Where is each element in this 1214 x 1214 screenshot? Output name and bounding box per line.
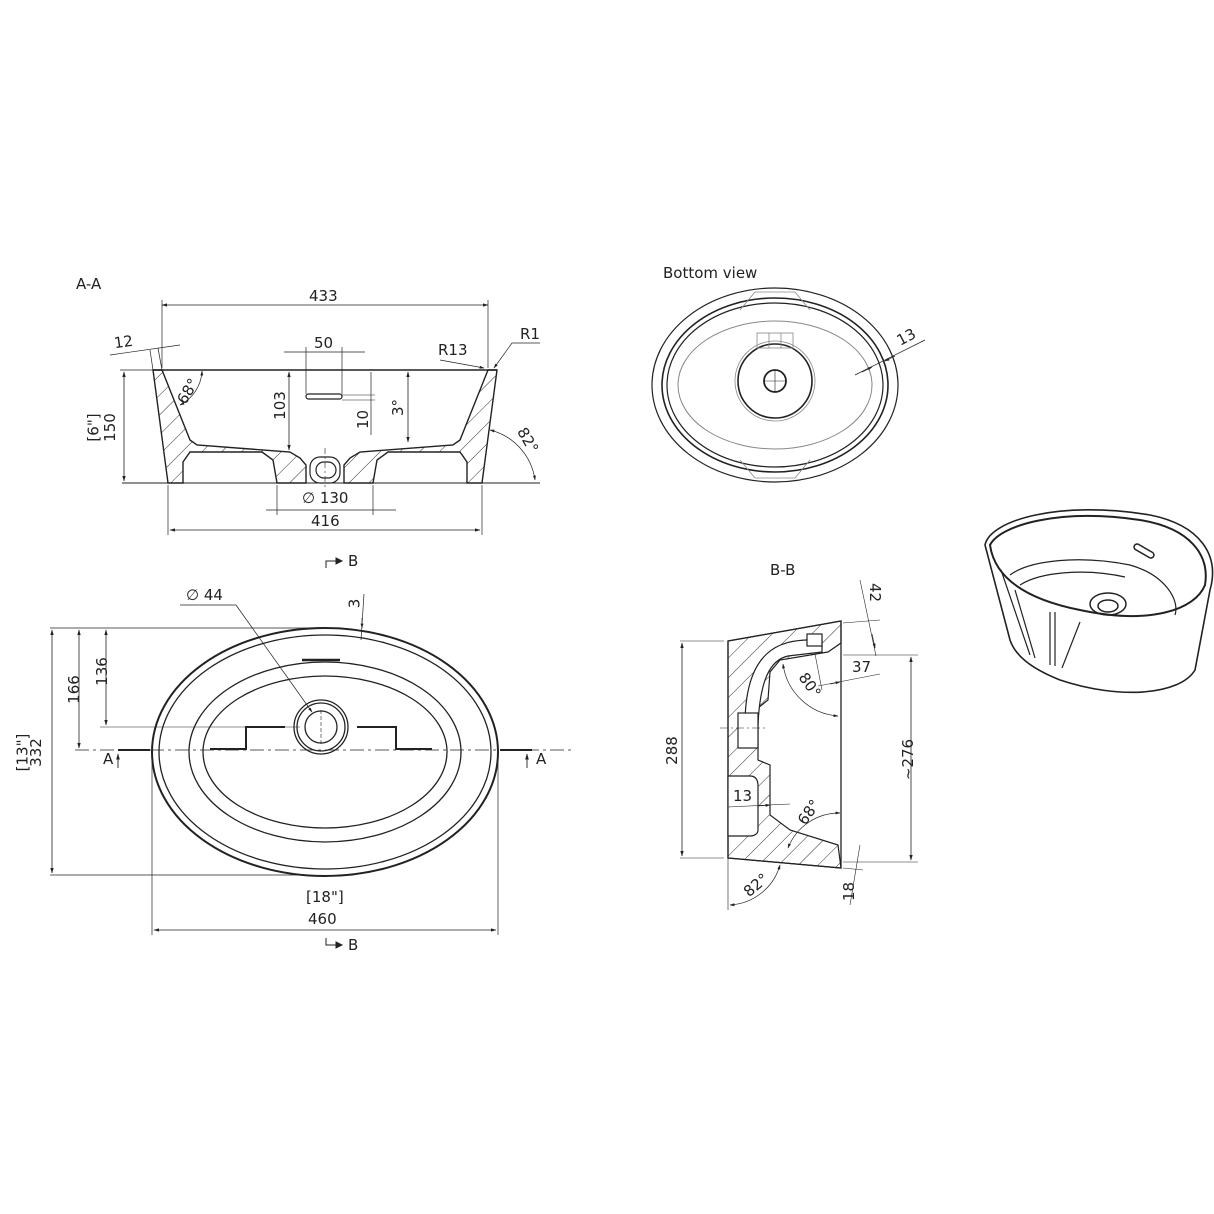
section-b-label-bottom: B [348,936,359,954]
section-aa [109,300,540,535]
dim-288: 288 [662,736,681,765]
section-b-label-top: B [348,552,359,570]
dim-42: 42 [866,582,885,603]
dim-dia-44: ∅ 44 [186,586,223,604]
dim-3deg: 3° [389,398,408,417]
dim-r1: R1 [520,325,540,343]
bottom-view-title: Bottom view [663,264,758,282]
dim-3: 3 [345,598,364,609]
top-view [50,593,575,935]
dim-150: 150 [100,413,119,442]
isometric-view [984,509,1214,694]
dim-416: 416 [311,512,340,530]
dim-18in: [18"] [306,888,344,906]
section-a-label-right: A [536,750,547,768]
dim-10: 10 [354,409,373,430]
dim-37: 37 [852,658,872,676]
bottom-view [651,287,926,483]
dim-166: 166 [64,675,83,704]
dim-6in: [6"] [84,413,103,442]
section-marker-b-bottom [325,938,344,949]
dim-18: 18 [840,881,859,902]
section-marker-b-top [325,557,344,568]
dim-460: 460 [308,910,337,928]
dim-103: 103 [270,391,289,420]
dim-136: 136 [92,657,111,686]
section-bb [680,579,918,910]
dim-dia-130: ∅ 130 [302,489,349,507]
dim-12: 12 [112,331,135,353]
dim-276: ~276 [899,738,918,781]
dim-50: 50 [314,334,334,352]
dim-433: 433 [309,287,338,305]
section-bb-title: B-B [770,561,796,579]
dim-13-bb: 13 [733,787,753,805]
dim-r13: R13 [438,341,468,359]
section-a-label-left: A [103,750,114,768]
section-aa-title: A-A [76,275,102,293]
dim-332: 332 [26,738,45,767]
